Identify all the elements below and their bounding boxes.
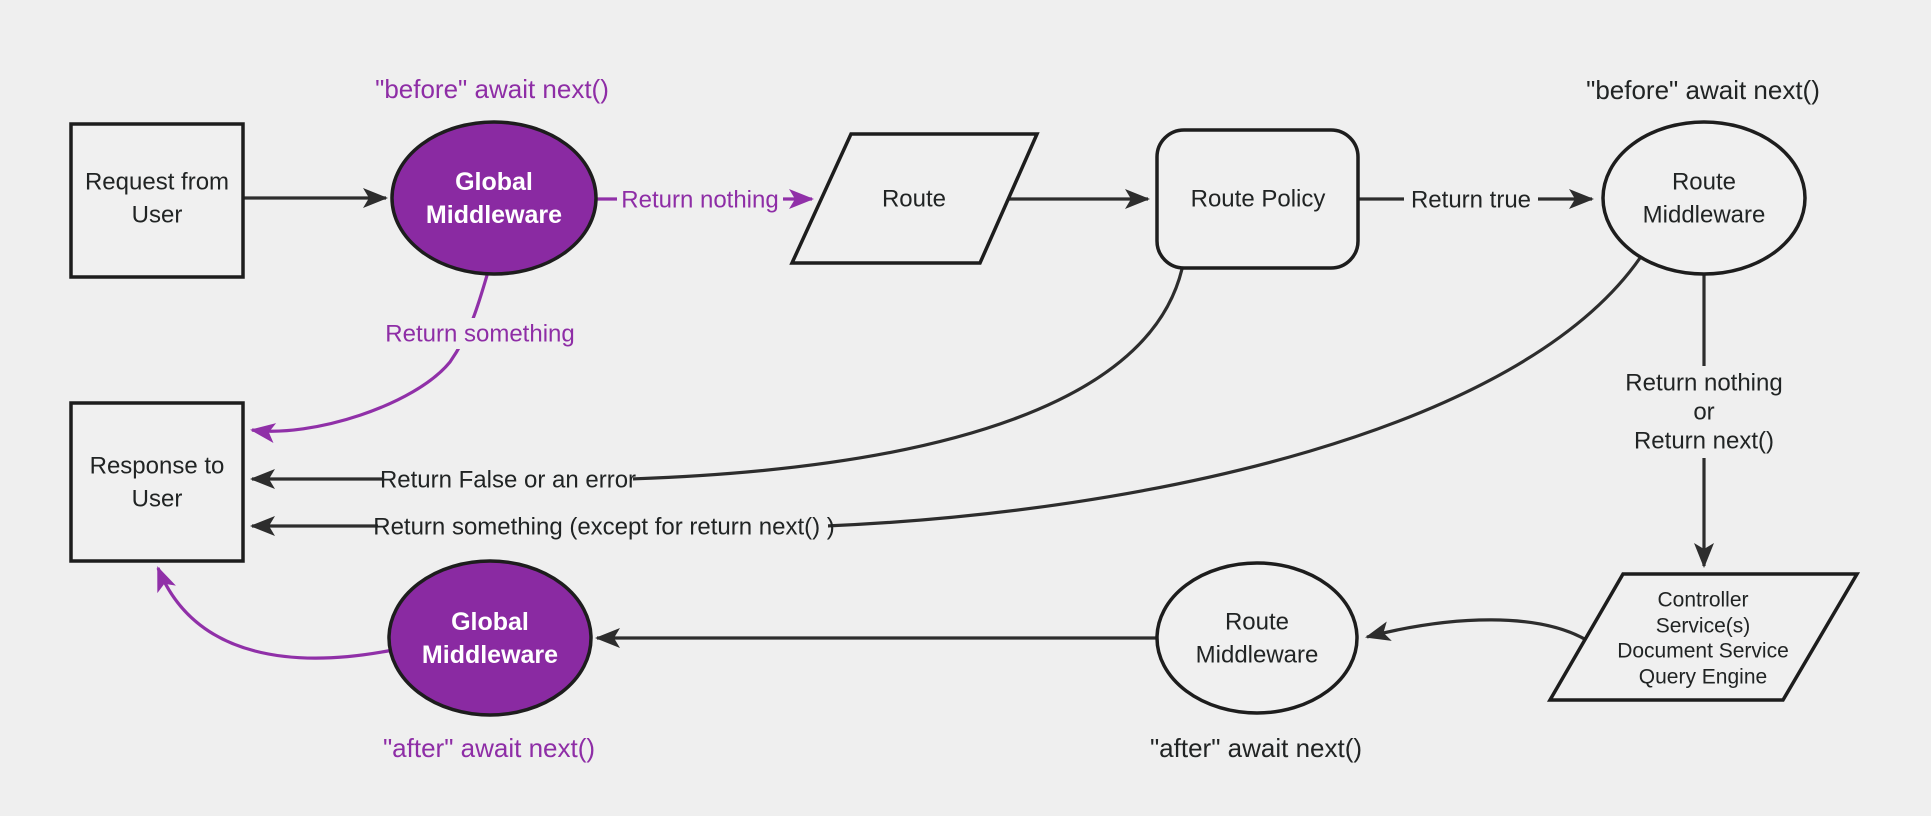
global-middleware-bottom-ellipse bbox=[387, 559, 593, 717]
node-route-middleware-top: Route Middleware bbox=[1601, 120, 1807, 276]
edge-label-return-something: Return something bbox=[380, 318, 580, 349]
node-controller: Controller Service(s) Document Service Q… bbox=[1546, 572, 1861, 702]
svg-text:Query Engine: Query Engine bbox=[1639, 666, 1767, 689]
edge-label-return-something-except: Return something (except for return next… bbox=[373, 511, 835, 541]
global-middleware-ellipse bbox=[390, 120, 598, 276]
svg-text:Middleware: Middleware bbox=[1643, 202, 1766, 229]
edge-route-middleware-to-response bbox=[250, 257, 1642, 536]
node-route-policy: Route Policy bbox=[1155, 128, 1360, 270]
label-bg bbox=[383, 464, 633, 494]
response-box bbox=[69, 401, 245, 563]
edge-label-return-nothing-or-next: Return nothing or Return next() bbox=[1625, 366, 1783, 458]
edge-global-middleware-to-response-top bbox=[250, 271, 490, 443]
svg-text:Document Service: Document Service bbox=[1617, 640, 1789, 663]
svg-text:Controller: Controller bbox=[1657, 589, 1748, 612]
svg-text:or: or bbox=[1693, 399, 1714, 426]
svg-text:Return next(): Return next() bbox=[1634, 428, 1774, 455]
node-global-middleware-bottom: Global Middleware bbox=[387, 559, 593, 717]
svg-text:Service(s): Service(s) bbox=[1656, 615, 1751, 638]
edge-global-middleware-bottom-to-response bbox=[156, 566, 394, 660]
request-box bbox=[69, 122, 245, 279]
edge-label-return-false: Return False or an error bbox=[380, 464, 636, 494]
svg-text:Return something: Return something bbox=[385, 321, 574, 348]
edge-route-policy-to-response bbox=[250, 268, 1184, 489]
node-request-from-user: Request from User bbox=[69, 122, 245, 279]
edge-controller-to-route-middleware-bottom bbox=[1365, 618, 1589, 643]
route-middleware-bottom-ellipse bbox=[1155, 561, 1359, 715]
svg-text:Route: Route bbox=[882, 186, 946, 213]
svg-text:Route: Route bbox=[1225, 609, 1289, 636]
route-parallelogram bbox=[789, 132, 1040, 265]
svg-text:Middleware: Middleware bbox=[426, 201, 562, 229]
edge-label-return-true: Return true bbox=[1404, 185, 1538, 215]
controller-parallelogram bbox=[1546, 572, 1861, 702]
svg-text:Return nothing: Return nothing bbox=[1625, 370, 1782, 397]
svg-text:Middleware: Middleware bbox=[1196, 642, 1319, 669]
node-route-middleware-bottom: Route Middleware bbox=[1155, 561, 1359, 715]
svg-text:User: User bbox=[132, 202, 183, 229]
svg-text:Route: Route bbox=[1672, 169, 1736, 196]
node-route: Route bbox=[789, 132, 1040, 265]
route-middleware-ellipse bbox=[1601, 120, 1807, 276]
svg-text:User: User bbox=[132, 486, 183, 513]
label-bg bbox=[1625, 366, 1783, 458]
annotation-after-route-middleware: "after" await next() bbox=[1150, 733, 1362, 763]
svg-text:Response to: Response to bbox=[90, 453, 225, 480]
svg-text:Return something (except for r: Return something (except for return next… bbox=[373, 514, 835, 541]
node-global-middleware-top: Global Middleware bbox=[390, 120, 598, 276]
label-bg bbox=[617, 184, 783, 215]
label-bg bbox=[380, 318, 580, 349]
label-bg bbox=[378, 511, 828, 541]
edge-label-return-nothing-top: Return nothing bbox=[617, 184, 783, 215]
svg-text:Return nothing: Return nothing bbox=[621, 187, 778, 214]
route-policy-box bbox=[1155, 128, 1360, 270]
annotation-before-global-middleware: "before" await next() bbox=[375, 74, 609, 104]
svg-text:Return False or an error: Return False or an error bbox=[380, 467, 636, 494]
svg-text:Request from: Request from bbox=[85, 169, 229, 196]
svg-text:Route Policy: Route Policy bbox=[1191, 186, 1326, 213]
svg-text:Global: Global bbox=[451, 608, 529, 636]
label-bg bbox=[1404, 185, 1538, 215]
svg-text:Middleware: Middleware bbox=[422, 641, 558, 669]
svg-text:Global: Global bbox=[455, 168, 533, 196]
svg-text:Return true: Return true bbox=[1411, 187, 1531, 214]
annotation-before-route-middleware: "before" await next() bbox=[1586, 75, 1820, 105]
node-response-to-user: Response to User bbox=[69, 401, 245, 563]
annotation-after-global-middleware: "after" await next() bbox=[383, 733, 595, 763]
